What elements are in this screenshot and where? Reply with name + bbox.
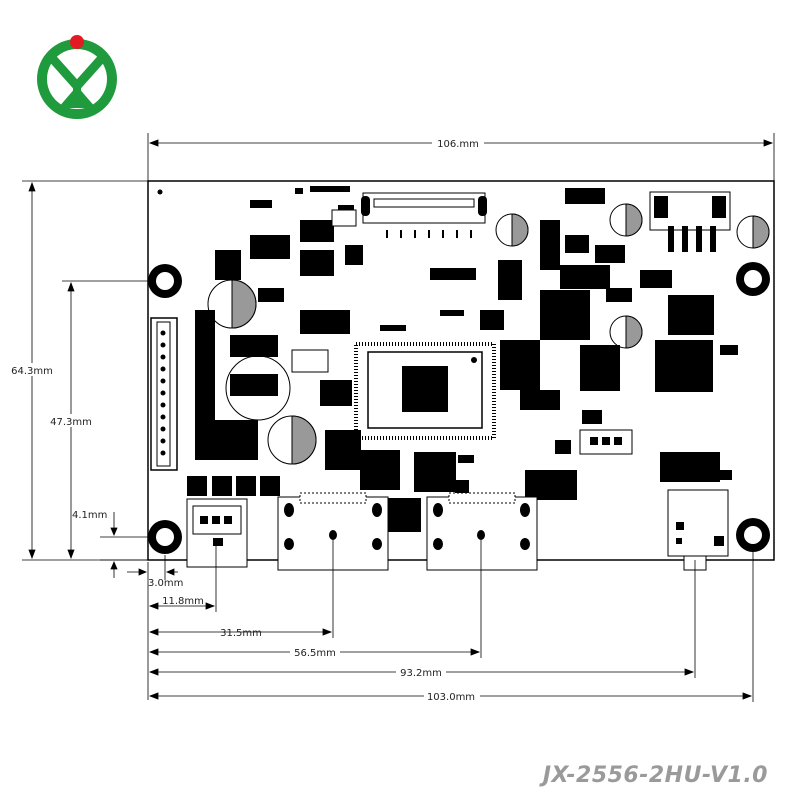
mounting-hole-bottom-left <box>148 520 182 554</box>
mounting-hole-top-right <box>736 262 770 296</box>
mounting-hole-top-left <box>148 264 182 298</box>
fpc-connector <box>361 192 487 238</box>
dim-usb1-x: 31.5mm <box>220 628 262 639</box>
dim-width-holes: 103.0mm <box>427 692 475 703</box>
mounting-hole-bottom-right <box>736 518 770 552</box>
smd-components <box>195 186 738 532</box>
main-chip <box>354 342 496 440</box>
power-connector-top <box>649 191 731 252</box>
dim-usb2-x: 56.5mm <box>294 648 336 659</box>
dim-width-top: 106.mm <box>437 139 479 150</box>
pcb-board <box>147 180 775 571</box>
capacitor <box>207 203 770 465</box>
lvds-connector <box>150 317 178 471</box>
power-header <box>186 476 280 568</box>
dim-hole-offset-x: 3.0mm <box>148 578 183 589</box>
model-number: JX-2556-2HU-V1.0 <box>542 763 768 788</box>
pin-header <box>579 429 633 455</box>
dim-height-holes: 47.3mm <box>50 417 92 428</box>
dim-header-x: 11.8mm <box>162 596 204 607</box>
usb-port-2 <box>426 492 538 571</box>
dim-hole-offset-y: 4.1mm <box>72 510 107 521</box>
dim-height-total: 64.3mm <box>11 366 53 377</box>
inductor <box>230 288 632 396</box>
dim-jack-x: 93.2mm <box>400 668 442 679</box>
company-logo-icon <box>37 35 117 119</box>
